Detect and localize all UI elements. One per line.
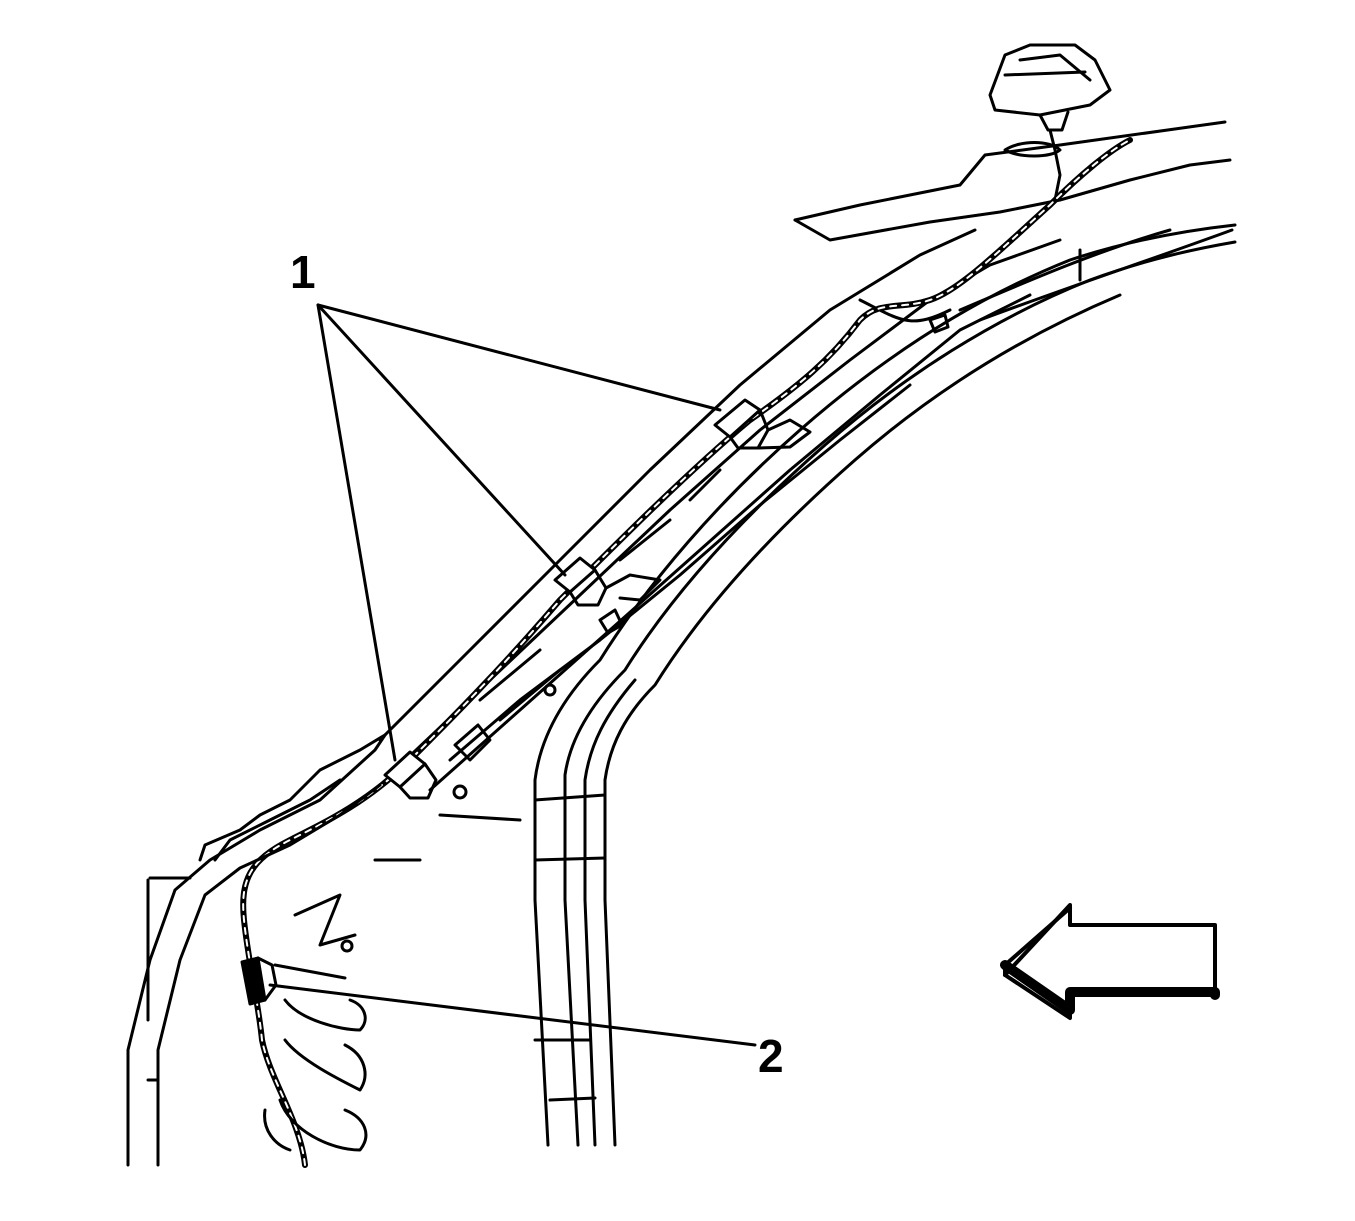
windshield-pillar	[533, 223, 1237, 1147]
harness-clip-lower	[383, 750, 438, 800]
roof-rail	[378, 228, 1062, 792]
callout-leaders	[268, 303, 757, 1047]
arrow-left-icon	[1000, 903, 1220, 1020]
pillar-inner-panel	[263, 683, 557, 1152]
wiring-harness-dashes	[242, 139, 1131, 1166]
antenna-base	[988, 43, 1112, 202]
callout-label-2: 2	[758, 1030, 784, 1082]
harness-clip-middle	[553, 556, 662, 607]
a-pillar-outer	[126, 733, 387, 1167]
callout-label-1: 1	[290, 246, 316, 298]
harness-clip-pillar	[240, 956, 278, 1006]
